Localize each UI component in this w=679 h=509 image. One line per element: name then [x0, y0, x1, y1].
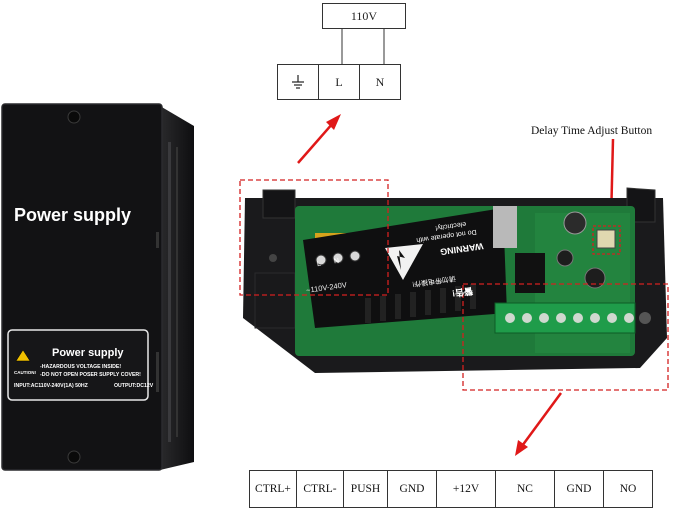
psu-label-output: OUTPUT:DC12V [114, 383, 154, 389]
ground-icon [292, 75, 304, 89]
psu-label-line2: -DO NOT OPEN POSER SUPPLY COVER! [40, 372, 141, 378]
terminal-ctrl-plus: CTRL+ [249, 470, 297, 508]
terminal-mark-l: L [316, 260, 322, 269]
psu-label-input: INPUT:AC110V-240V(1A) 50HZ [14, 383, 88, 389]
mains-terminal-row: L N [277, 64, 401, 100]
ground-terminal [277, 64, 319, 100]
terminal-mark-n: N [333, 257, 340, 266]
voltage-source-box: 110V [322, 3, 406, 29]
terminal-12v: +12V [436, 470, 496, 508]
output-terminal-row: CTRL+ CTRL- PUSH GND +12V NC GND NO [249, 470, 653, 508]
terminal-ctrl-minus: CTRL- [296, 470, 344, 508]
terminal-gnd-2: GND [554, 470, 604, 508]
terminal-no: NO [603, 470, 653, 508]
terminal-push: PUSH [343, 470, 388, 508]
power-supply-box-photo [0, 102, 195, 472]
power-supply-board-photo [235, 178, 675, 398]
neutral-terminal: N [359, 64, 401, 100]
terminal-nc: NC [495, 470, 555, 508]
live-terminal: L [318, 64, 360, 100]
voltage-label: 110V [350, 8, 378, 23]
psu-label-title: Power supply [52, 347, 124, 359]
terminal-gnd-1: GND [387, 470, 437, 508]
delay-time-adjust-label: Delay Time Adjust Button [531, 125, 653, 137]
psu-label-line1: -HAZARDOUS VOLTAGE INSIDE! [40, 364, 122, 370]
psu-label-caution: CAUTION! [14, 370, 36, 375]
psu-front-title: Power supply [14, 205, 132, 225]
